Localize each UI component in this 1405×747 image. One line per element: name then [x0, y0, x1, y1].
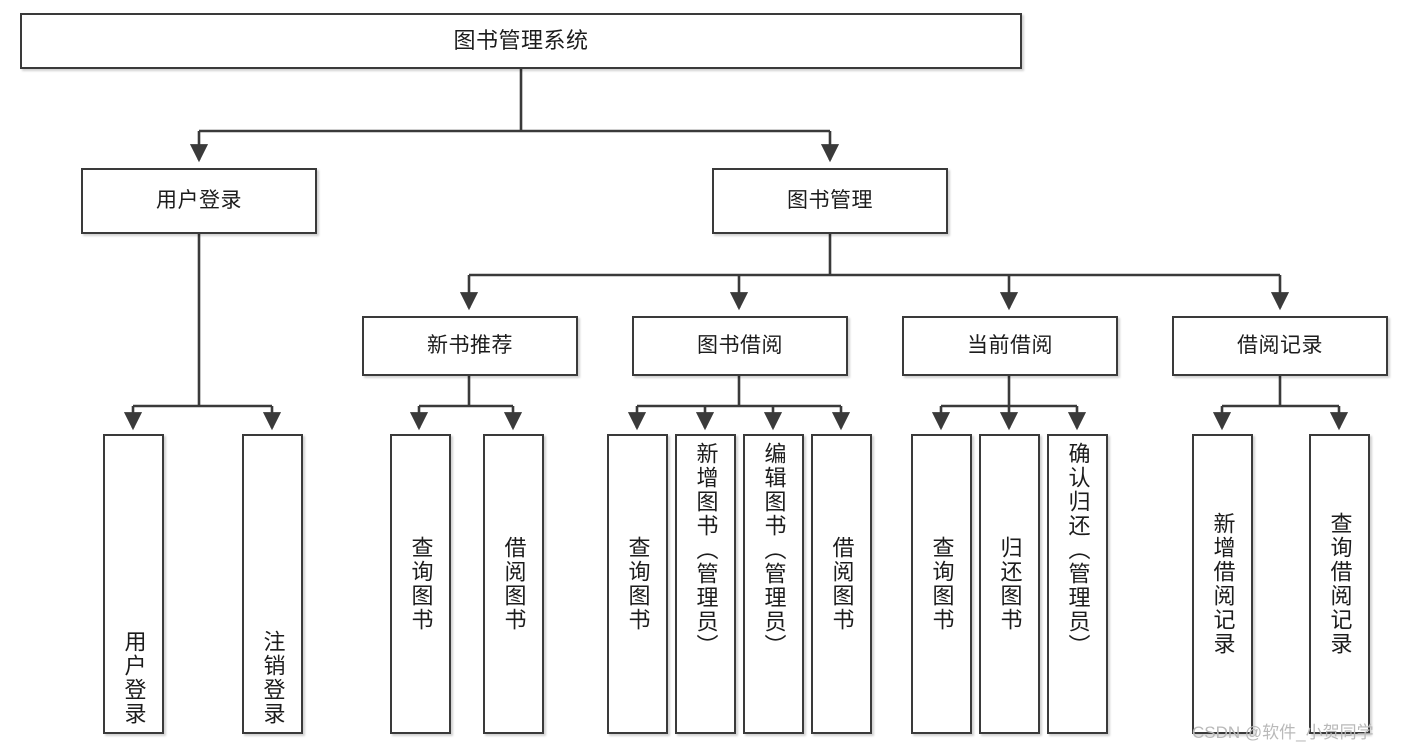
node-user-login[interactable]: 用户登录 [81, 168, 317, 234]
node-book-borrow-label: 图书借阅 [697, 334, 783, 358]
node-borrow-record[interactable]: 借阅记录 [1172, 316, 1388, 376]
leaf-borrow-book-2-label: 借阅图书 [829, 536, 855, 632]
leaf-query-book-1[interactable]: 查询图书 [390, 434, 451, 734]
node-root-label: 图书管理系统 [453, 27, 589, 53]
leaf-query-book-3[interactable]: 查询图书 [911, 434, 972, 734]
node-current-borrow-label: 当前借阅 [967, 334, 1053, 358]
node-book-management[interactable]: 图书管理 [712, 168, 948, 234]
leaf-query-record-label: 查询借阅记录 [1327, 512, 1353, 656]
node-borrow-record-label: 借阅记录 [1237, 334, 1323, 358]
node-user-login-label: 用户登录 [156, 189, 242, 213]
leaf-confirm-return-label: 确认归还（管理员） [1065, 442, 1091, 658]
node-root[interactable]: 图书管理系统 [20, 13, 1022, 69]
leaf-add-book-label: 新增图书（管理员） [693, 442, 719, 658]
node-book-management-label: 图书管理 [787, 189, 873, 213]
leaf-return-book-label: 归还图书 [997, 536, 1023, 632]
node-new-book-recommend[interactable]: 新书推荐 [362, 316, 578, 376]
leaf-query-book-3-label: 查询图书 [929, 536, 955, 632]
leaf-edit-book[interactable]: 编辑图书（管理员） [743, 434, 804, 734]
leaf-edit-book-label: 编辑图书（管理员） [761, 442, 787, 658]
node-new-book-recommend-label: 新书推荐 [427, 334, 513, 358]
leaf-borrow-book-2[interactable]: 借阅图书 [811, 434, 872, 734]
leaf-query-record[interactable]: 查询借阅记录 [1309, 434, 1370, 734]
leaf-query-book-1-label: 查询图书 [408, 536, 434, 632]
leaf-query-book-2-label: 查询图书 [625, 536, 651, 632]
leaf-add-book[interactable]: 新增图书（管理员） [675, 434, 736, 734]
leaf-logout-label: 注销登录 [260, 630, 286, 726]
leaf-borrow-book-1-label: 借阅图书 [501, 536, 527, 632]
csdn-watermark: CSDN @软件_小贺同学 [1192, 723, 1374, 742]
leaf-query-book-2[interactable]: 查询图书 [607, 434, 668, 734]
node-book-borrow[interactable]: 图书借阅 [632, 316, 848, 376]
leaf-logout[interactable]: 注销登录 [242, 434, 303, 734]
leaf-user-login[interactable]: 用户登录 [103, 434, 164, 734]
leaf-return-book[interactable]: 归还图书 [979, 434, 1040, 734]
leaf-borrow-book-1[interactable]: 借阅图书 [483, 434, 544, 734]
leaf-add-record-label: 新增借阅记录 [1210, 512, 1236, 656]
leaf-add-record[interactable]: 新增借阅记录 [1192, 434, 1253, 734]
node-current-borrow[interactable]: 当前借阅 [902, 316, 1118, 376]
leaf-user-login-label: 用户登录 [121, 630, 147, 726]
leaf-confirm-return[interactable]: 确认归还（管理员） [1047, 434, 1108, 734]
